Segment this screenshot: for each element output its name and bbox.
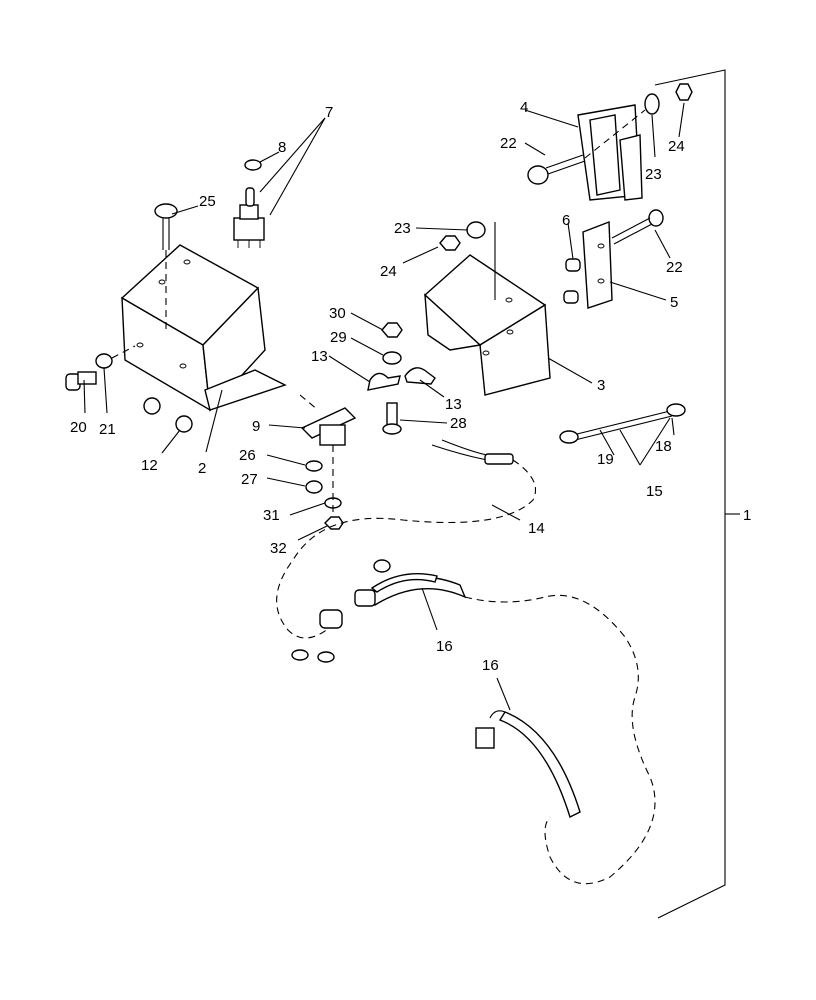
nut-24-top: [675, 83, 693, 101]
callout-7: 7: [325, 104, 333, 121]
callout-3: 3: [597, 377, 605, 394]
callout-15: 15: [646, 483, 663, 500]
callout-32: 32: [270, 540, 287, 557]
nut-27: [305, 480, 323, 494]
callout-27: 27: [241, 471, 258, 488]
callout-23a: 23: [645, 166, 662, 183]
relay-9: [299, 394, 357, 446]
callout-5: 5: [670, 294, 678, 311]
bolt-22-top: [527, 109, 646, 185]
callout-16b: 16: [482, 657, 499, 674]
callout-23b: 23: [394, 220, 411, 237]
cable-15: [559, 403, 686, 444]
nut-30: [381, 322, 403, 338]
callout-20: 20: [70, 419, 87, 436]
nut-32: [324, 516, 344, 530]
callout-24b: 24: [380, 263, 397, 280]
switch-bracket: [120, 244, 287, 412]
washer-23: [466, 221, 486, 239]
callout-14: 14: [528, 520, 545, 537]
callout-8: 8: [278, 139, 286, 156]
spacer-6a: [565, 258, 581, 272]
callout-28: 28: [450, 415, 467, 432]
callout-2: 2: [198, 460, 206, 477]
bracket-3: [423, 222, 551, 396]
callout-22a: 22: [500, 135, 517, 152]
callout-12: 12: [141, 457, 158, 474]
nut-24: [439, 235, 461, 251]
bracket-4: [577, 104, 643, 201]
spacer-6b: [563, 290, 579, 304]
washer-26: [305, 460, 323, 472]
switch-nut: [244, 159, 262, 171]
callout-1: 1: [743, 507, 751, 524]
callout-21: 21: [99, 421, 116, 438]
toggle-switch: [233, 187, 265, 248]
callout-13a: 13: [311, 348, 328, 365]
callouts: 1 2 3 4 5 6 7 8 9 12 13 13 14 15 16 16 1…: [70, 99, 751, 674]
bolt-20: [65, 345, 136, 391]
washer-23-top: [644, 93, 660, 115]
callout-29: 29: [330, 329, 347, 346]
callout-19: 19: [597, 451, 614, 468]
screw-25: [154, 203, 178, 330]
callout-24a: 24: [668, 138, 685, 155]
callout-30: 30: [329, 305, 346, 322]
callout-25: 25: [199, 193, 216, 210]
grommet-12b: [175, 415, 193, 433]
callout-13b: 13: [445, 396, 462, 413]
callout-22b: 22: [666, 259, 683, 276]
callout-26: 26: [239, 447, 256, 464]
screw-28: [382, 402, 402, 435]
assembly-bracket: [654, 69, 740, 919]
callout-31: 31: [263, 507, 280, 524]
washer-21: [95, 353, 113, 369]
callout-18: 18: [655, 438, 672, 455]
callout-6: 6: [562, 212, 570, 229]
clamp-13: [367, 367, 436, 391]
leader-lines: [83, 102, 685, 711]
callout-16a: 16: [436, 638, 453, 655]
bolt-22: [611, 209, 664, 245]
washer-29: [382, 351, 402, 365]
callout-4: 4: [520, 99, 528, 116]
plate-5: [582, 220, 613, 309]
grommet-12a: [143, 397, 161, 415]
wire-harness: [276, 439, 656, 885]
callout-9: 9: [252, 418, 260, 435]
